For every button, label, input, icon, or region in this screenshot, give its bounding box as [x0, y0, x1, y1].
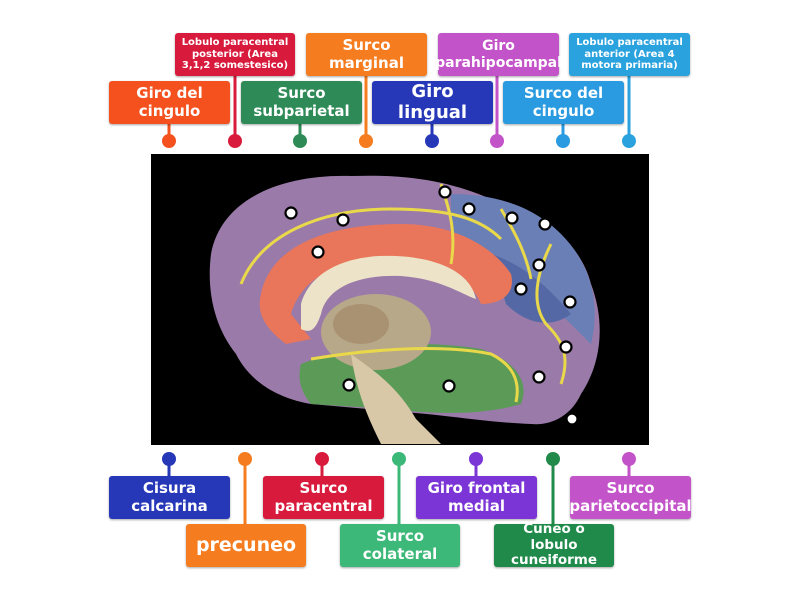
label-giro-parahipocampal[interactable]: Giro parahipocampal	[435, 33, 562, 76]
label-text: Cisura calcarina	[131, 479, 208, 515]
pin-dot	[490, 134, 504, 148]
hotspot-circle[interactable]	[462, 202, 476, 216]
label-text: Giro frontal medial	[427, 479, 526, 515]
label-surco-colateral[interactable]: Surco colateral	[340, 524, 460, 567]
label-text: Surco subparietal	[253, 84, 350, 120]
pin-dot	[546, 452, 560, 466]
label-lobulo-paracentral-anterior[interactable]: Lobulo paracentral anterior (Area 4 moto…	[569, 33, 690, 76]
pin-dot	[622, 452, 636, 466]
label-text: Surco parietoccipital	[569, 479, 692, 515]
pin-dot	[556, 134, 570, 148]
label-text: Lobulo paracentral anterior (Area 4 moto…	[576, 37, 683, 72]
hotspot-circle[interactable]	[342, 378, 356, 392]
label-text: Giro parahipocampal	[435, 38, 562, 71]
hotspot-circle[interactable]	[284, 206, 298, 220]
pin-dot	[162, 134, 176, 148]
label-cuneo-lobulo-cuneiforme[interactable]: Cuneo o lobulo cuneiforme	[494, 521, 614, 569]
label-precuneo[interactable]: precuneo	[186, 524, 306, 567]
hotspot-circle[interactable]	[532, 258, 546, 272]
label-text: Lobulo paracentral posterior (Area 3,1,2…	[181, 37, 289, 72]
label-text: Giro del cingulo	[136, 84, 203, 120]
hotspot-circle[interactable]	[505, 211, 519, 225]
label-surco-parietoccipital[interactable]: Surco parietoccipital	[569, 476, 692, 519]
pin-dot	[359, 134, 373, 148]
pin-dot	[622, 134, 636, 148]
hotspot-circle[interactable]	[559, 340, 573, 354]
label-surco-subparietal[interactable]: Surco subparietal	[241, 81, 362, 124]
hotspot-circle[interactable]	[438, 185, 452, 199]
pin-dot	[425, 134, 439, 148]
label-text: Surco del cingulo	[523, 84, 604, 120]
pin-dot	[392, 452, 406, 466]
hotspot-circle[interactable]	[532, 370, 546, 384]
label-text: Surco marginal	[329, 36, 404, 72]
label-text: Cuneo o lobulo cuneiforme	[510, 521, 598, 569]
pin-dot	[162, 452, 176, 466]
hotspot-circle[interactable]	[514, 282, 528, 296]
hotspot-circle[interactable]	[565, 412, 579, 426]
label-giro-del-cingulo[interactable]: Giro del cingulo	[109, 81, 230, 124]
hotspot-circle[interactable]	[538, 217, 552, 231]
label-giro-frontal-medial[interactable]: Giro frontal medial	[416, 476, 537, 519]
label-giro-lingual[interactable]: Giro lingual	[372, 81, 493, 124]
label-text: Surco colateral	[362, 527, 438, 563]
label-text: Giro lingual	[397, 80, 468, 123]
hotspot-circle[interactable]	[311, 245, 325, 259]
hotspot-circle[interactable]	[336, 213, 350, 227]
pin-dot	[293, 134, 307, 148]
pin-dot	[469, 452, 483, 466]
brain-image	[151, 154, 649, 445]
label-text: precuneo	[195, 533, 297, 556]
label-surco-marginal[interactable]: Surco marginal	[306, 33, 427, 76]
label-text: Surco paracentral	[274, 479, 373, 515]
pin-dot	[228, 134, 242, 148]
pin-dot	[238, 452, 252, 466]
hotspot-circle[interactable]	[563, 295, 577, 309]
hotspot-circle[interactable]	[442, 379, 456, 393]
label-surco-paracentral[interactable]: Surco paracentral	[263, 476, 384, 519]
label-lobulo-paracentral-posterior[interactable]: Lobulo paracentral posterior (Area 3,1,2…	[175, 33, 295, 76]
label-cisura-calcarina[interactable]: Cisura calcarina	[109, 476, 230, 519]
label-surco-del-cingulo[interactable]: Surco del cingulo	[503, 81, 624, 124]
pin-dot	[315, 452, 329, 466]
